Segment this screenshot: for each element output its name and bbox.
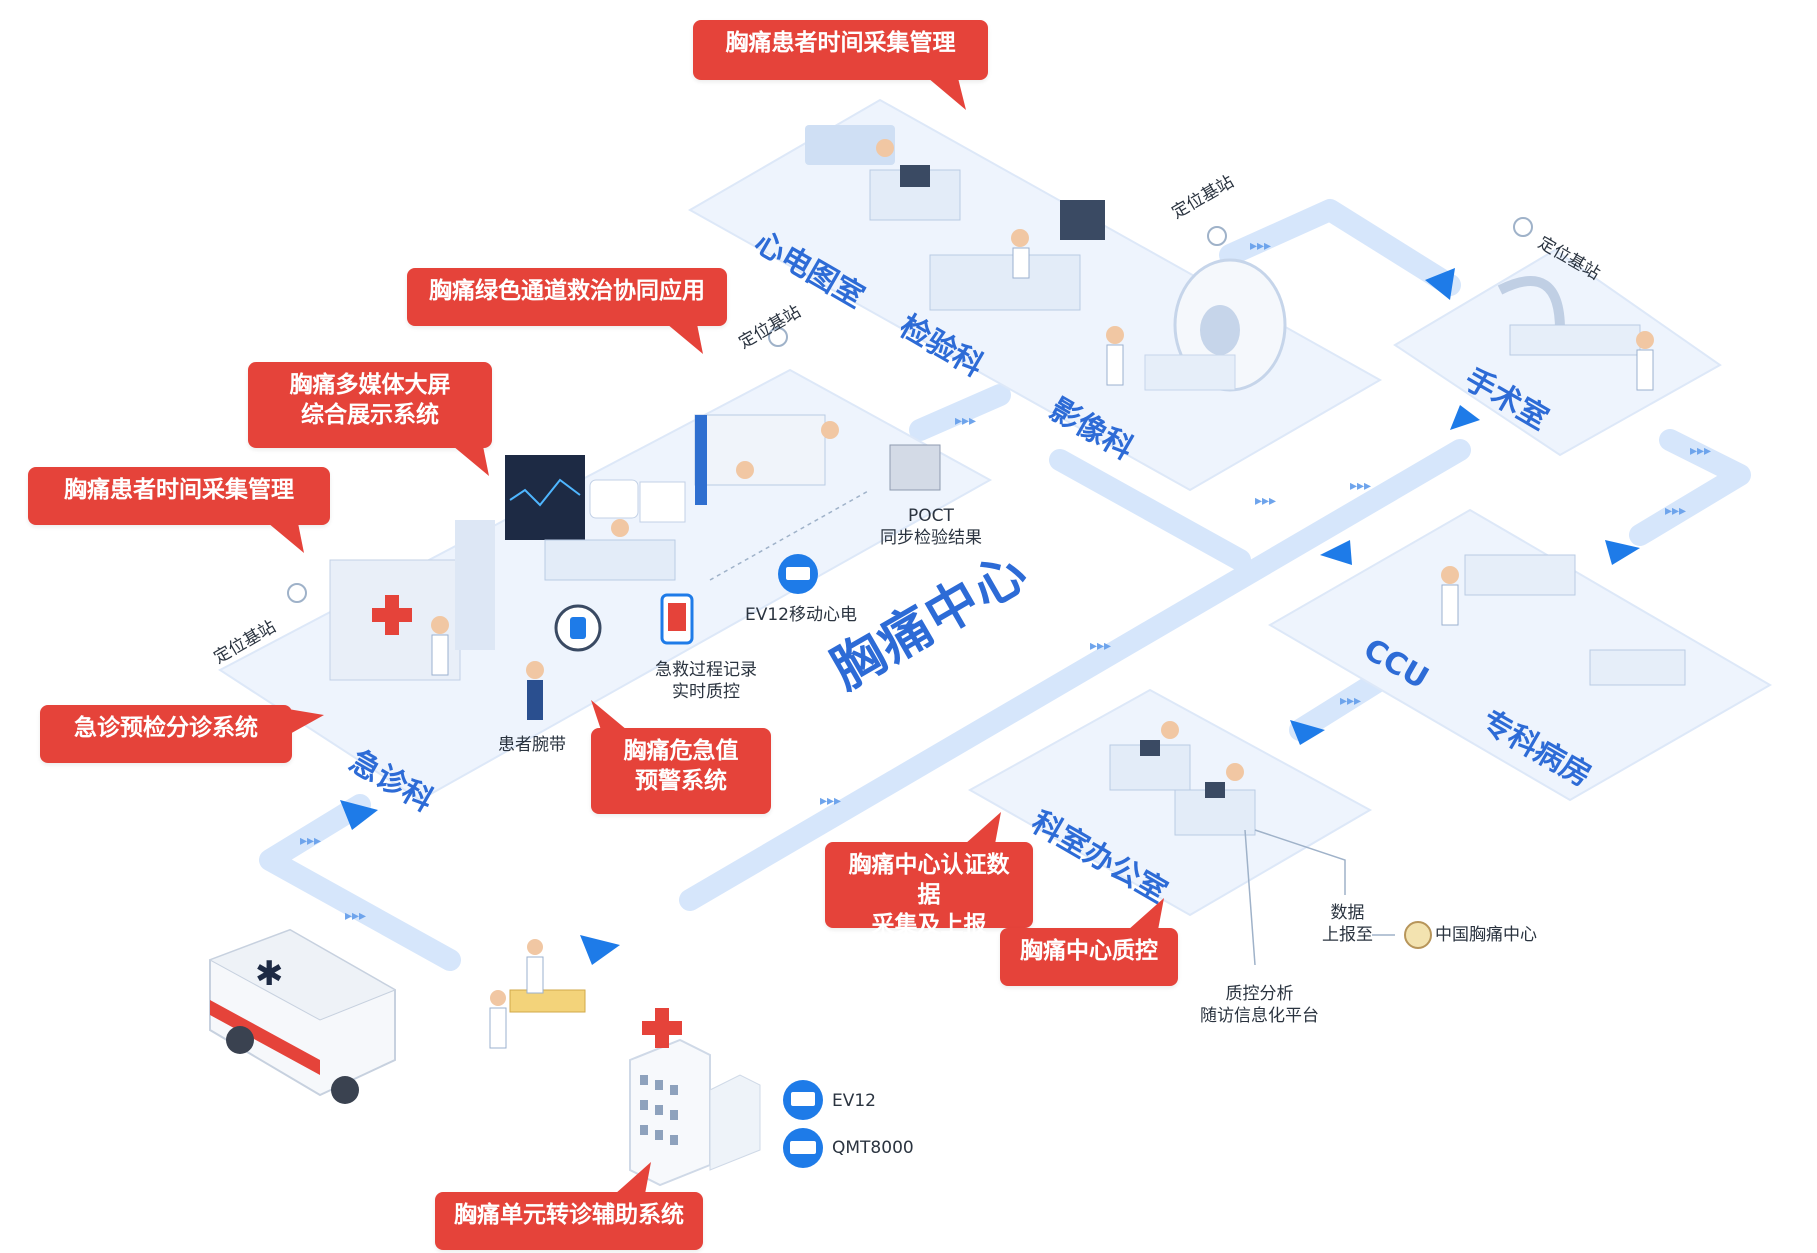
callout-multimedia: 胸痛多媒体大屏 综合展示系统 [248,362,492,476]
ev12-mobile-icon [778,554,818,594]
svg-text:▸▸▸: ▸▸▸ [345,908,366,924]
surgery-equipment [1497,276,1654,391]
track-or-to-ccu [1629,429,1751,546]
svg-text:▸▸▸: ▸▸▸ [1255,493,1276,509]
monitor-device-icon [783,1128,823,1168]
callout-certification: 胸痛中心认证数据 采集及上报 [825,812,1033,938]
callout-time-collection-left: 胸痛患者时间采集管理 [28,467,330,553]
ambulance-icon: ✱ [208,928,397,1104]
rescue-record-label: 急救过程记录 实时质控 [655,660,757,702]
callout-time-collection-top: 胸痛患者时间采集管理 [693,20,988,110]
ecg-room-equipment [805,125,961,221]
wristband-label: 患者腕带 [498,735,566,755]
ev12-device-label: EV12 [832,1091,877,1111]
hospital-icon [629,1008,761,1187]
callout-green-channel: 胸痛绿色通道救治协同应用 [407,268,727,354]
track-er-to-lab [909,384,1011,441]
track-ccu-to-office [1289,669,1391,741]
ev12-mobile-label: EV12移动心电 [745,605,858,625]
arrow-5 [1320,540,1352,565]
callout-triage: 急诊预检分诊系统 [40,705,324,763]
qc-platform-label: 质控分析 随访信息化平台 [1200,984,1319,1026]
svg-text:▸▸▸: ▸▸▸ [1340,693,1361,709]
office-desks [1109,721,1256,836]
poct-label: POCT 同步检验结果 [880,506,982,548]
emergency-equipment [329,414,941,720]
arrow-3 [1425,268,1455,300]
svg-text:▸▸▸: ▸▸▸ [1350,478,1371,494]
arrow-7 [1290,720,1325,745]
wristband-icon [554,604,602,652]
track-main-diagonal [679,439,1471,911]
svg-text:▸▸▸: ▸▸▸ [1250,238,1271,254]
arrow-1 [340,800,378,830]
arrow-6 [1605,540,1640,565]
arrow-4 [1450,405,1480,430]
paramedics-stretcher [489,939,586,1049]
china-center-label: 中国胸痛中心 [1435,925,1537,945]
svg-text:✱: ✱ [255,954,284,994]
ccu-equipment [1441,554,1686,686]
svg-text:▸▸▸: ▸▸▸ [1690,443,1711,459]
svg-text:▸▸▸: ▸▸▸ [300,833,321,849]
svg-text:▸▸▸: ▸▸▸ [1665,503,1686,519]
svg-text:▸▸▸: ▸▸▸ [1090,638,1111,654]
svg-text:▸▸▸: ▸▸▸ [820,793,841,809]
platform-ccu-ward [1268,508,1772,802]
mri-scanner [1106,258,1287,392]
track-imaging-to-or [1219,199,1461,296]
track-ambulance-to-er [259,794,461,971]
phone-icon [660,593,694,645]
lab-equipment [929,200,1105,311]
svg-text:▸▸▸: ▸▸▸ [955,413,976,429]
callout-referral: 胸痛单元转诊辅助系统 [435,1162,703,1250]
track-imaging-to-ccu [1049,449,1251,571]
arrow-2 [580,935,620,965]
beacon-icon [287,217,1533,603]
emblem-icon [1404,921,1432,949]
platform-office [967,688,1373,917]
qmt8000-device-label: QMT8000 [832,1138,914,1158]
report-label: 数据 上报至 [1322,903,1373,945]
callout-quality-control: 胸痛中心质控 [1000,898,1178,986]
callout-critical-value: 胸痛危急值 预警系统 [591,700,771,814]
ecg-device-icon [783,1080,823,1120]
